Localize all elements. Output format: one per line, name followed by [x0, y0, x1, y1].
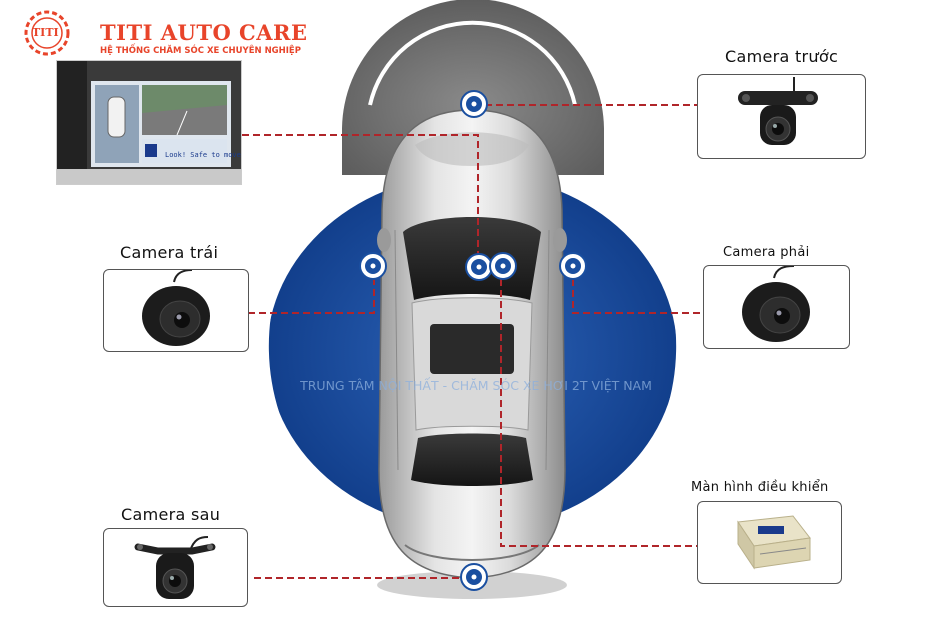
- marker-left: [359, 252, 387, 280]
- brand-header: TITI TITI AUTO CARE HỆ THỐNG CHĂM SÓC XE…: [18, 6, 307, 58]
- screen-message: Look! Safe to move?: [165, 151, 242, 159]
- marker-rear: [460, 563, 488, 591]
- display-screen-photo: Look! Safe to move?: [56, 60, 242, 185]
- brand-tagline: HỆ THỐNG CHĂM SÓC XE CHUYÊN NGHIỆP: [100, 46, 301, 56]
- connector-right: [572, 268, 703, 314]
- front-camera-icon: [738, 77, 818, 145]
- control-unit-icon: [737, 515, 811, 570]
- label-control-screen: Màn hình điều khiển: [691, 480, 829, 495]
- label-camera-front: Camera trước: [725, 47, 839, 66]
- label-camera-left: Camera trái: [120, 243, 219, 262]
- connector-left: [248, 268, 375, 314]
- car-illustration: [377, 109, 567, 599]
- connector-control: [500, 268, 697, 547]
- right-camera-icon: [742, 265, 810, 342]
- rear-camera-icon: [134, 536, 216, 599]
- brand-logo-icon: [24, 10, 70, 56]
- marker-right: [559, 252, 587, 280]
- marker-center: [465, 253, 493, 281]
- rear-camera-box: [103, 528, 248, 607]
- marker-control: [489, 252, 517, 280]
- label-camera-right: Camera phải: [723, 245, 810, 260]
- brand-name: TITI AUTO CARE: [100, 20, 308, 45]
- connector-screen-top: [242, 134, 479, 268]
- brand-logo-text: TITI: [32, 26, 59, 39]
- watermark-text: TRUNG TÂM NỘI THẤT - CHĂM SÓC XE HƠI 2T …: [300, 378, 652, 393]
- control-box: [697, 501, 842, 584]
- left-camera-box: [103, 269, 249, 352]
- left-camera-icon: [142, 269, 210, 346]
- connector-lines: [242, 104, 703, 579]
- label-camera-rear: Camera sau: [121, 505, 221, 524]
- marker-front: [460, 90, 488, 118]
- display-screen-image: [57, 61, 241, 184]
- right-camera-box: [703, 265, 850, 349]
- front-camera-box: [697, 74, 866, 159]
